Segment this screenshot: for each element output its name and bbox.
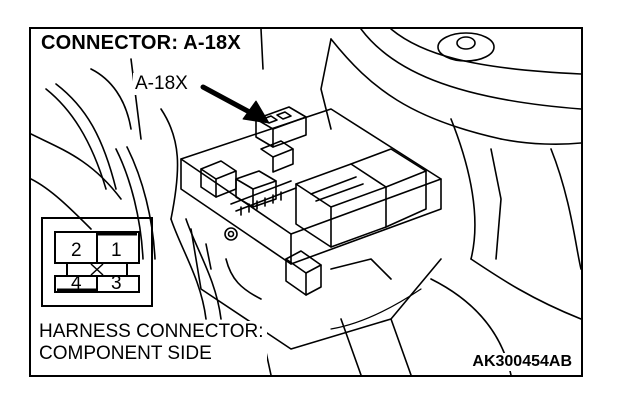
connector-title: CONNECTOR: A-18X [39, 32, 243, 55]
pin-3-label: 3 [111, 273, 122, 294]
drawing-code: AK300454AB [470, 353, 574, 371]
caption-line-1: HARNESS CONNECTOR: [39, 321, 264, 342]
pin-2-label: 2 [71, 240, 82, 261]
harness-caption: HARNESS CONNECTOR: COMPONENT SIDE [37, 321, 267, 365]
caption-line-2: COMPONENT SIDE [39, 343, 212, 364]
connector-pin-diagram: 2 1 4 3 [41, 217, 153, 307]
diagram-frame: CONNECTOR: A-18X A-18X 2 1 4 3 HARNESS C… [29, 27, 583, 377]
connector-callout-label: A-18X [133, 73, 190, 95]
engine-bay-illustration [31, 29, 581, 375]
pin-4-label: 4 [71, 273, 82, 294]
pin-1-label: 1 [111, 240, 122, 261]
